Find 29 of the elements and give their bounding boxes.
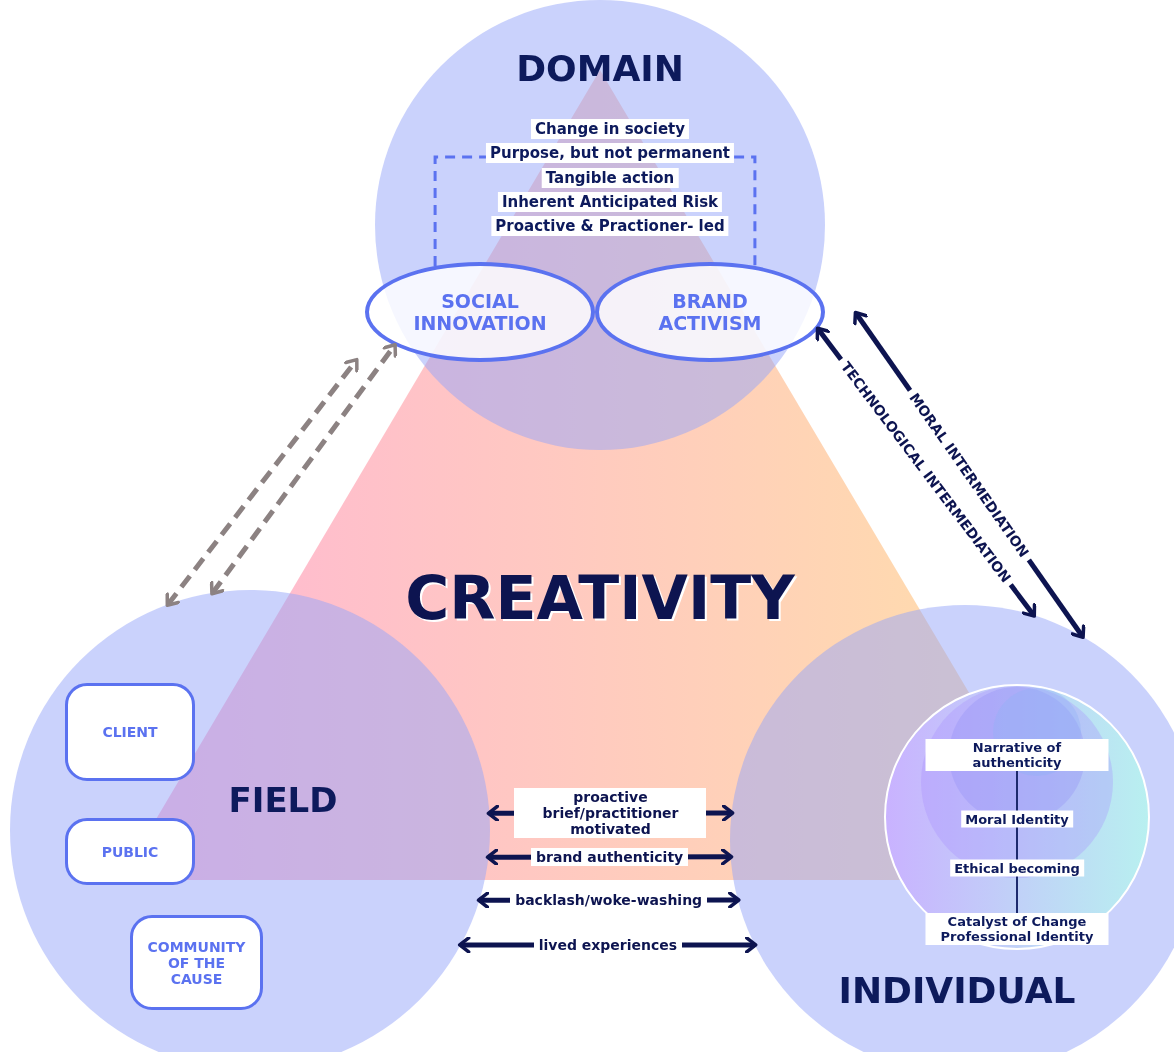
list-item: Inherent Anticipated Risk <box>497 192 723 212</box>
list-item: Ethical becoming <box>950 859 1084 877</box>
rounded-box <box>130 915 263 1010</box>
rounded-box <box>65 683 195 781</box>
list-item: Tangible action <box>541 168 679 188</box>
node-label: BRAND ACTIVISM <box>657 290 763 334</box>
double-arrow <box>457 936 758 954</box>
triangle-title: CREATIVITY <box>405 563 795 633</box>
circle-title: INDIVIDUAL <box>838 969 1076 1011</box>
node-label: PUBLIC <box>101 843 159 860</box>
double-arrow <box>165 357 359 608</box>
list-item: Narrative of authenticity <box>925 739 1109 771</box>
node-label: CLIENT <box>102 724 158 740</box>
list-item: Change in society <box>530 119 690 139</box>
list-item: Purpose, but not permanent <box>485 143 735 163</box>
double-arrow <box>209 342 398 596</box>
list-item: Catalyst of Change Professional Identity <box>925 913 1109 945</box>
node-label: COMMUNITY OF THE CAUSE <box>146 938 247 987</box>
circle-title: FIELD <box>228 780 338 820</box>
node-label: SOCIAL INNOVATION <box>412 290 548 334</box>
edge-label: proactive brief/practitioner motivated <box>514 788 707 839</box>
list-item: Moral Identity <box>961 810 1073 828</box>
edge-label: backlash/woke-washing <box>510 891 708 910</box>
list-item: Proactive & Practioner- led <box>491 216 729 236</box>
circle-title: DOMAIN <box>516 47 684 89</box>
rounded-box <box>65 818 195 885</box>
inner-circle <box>883 683 1151 951</box>
dashed-line <box>433 155 757 266</box>
double-arrow <box>853 310 1086 640</box>
